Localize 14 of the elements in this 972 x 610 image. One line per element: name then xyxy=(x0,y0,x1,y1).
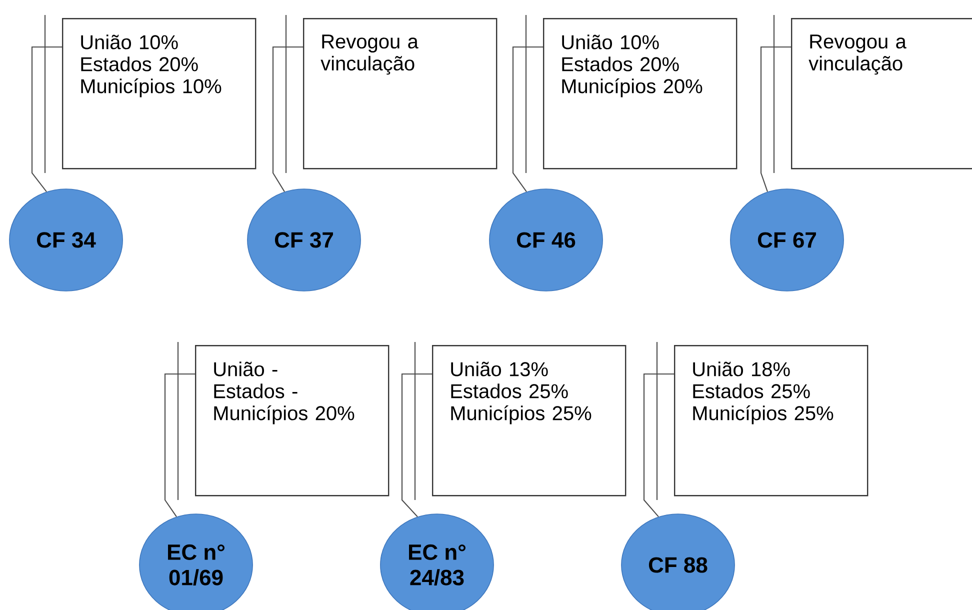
bracket-connector xyxy=(164,373,195,517)
bracket-connector xyxy=(760,46,791,192)
text-box: União - Estados - Municípios 20% xyxy=(195,345,390,496)
bracket-connector xyxy=(643,373,674,518)
text-box: União 10% Estados 20% Municípios 20% xyxy=(543,18,738,170)
text-box: União 13% Estados 25% Municípios 25% xyxy=(432,345,626,496)
text-box: União 18% Estados 25% Municípios 25% xyxy=(674,345,868,496)
text-box: União 10% Estados 20% Municípios 10% xyxy=(62,18,256,170)
bracket-connector xyxy=(401,373,432,518)
text-box: Revogou a vinculação xyxy=(303,18,498,170)
bracket-connector xyxy=(31,46,62,192)
bracket-connector xyxy=(272,46,303,192)
text-box: Revogou a vinculação xyxy=(791,18,972,170)
bracket-connector xyxy=(512,46,543,192)
